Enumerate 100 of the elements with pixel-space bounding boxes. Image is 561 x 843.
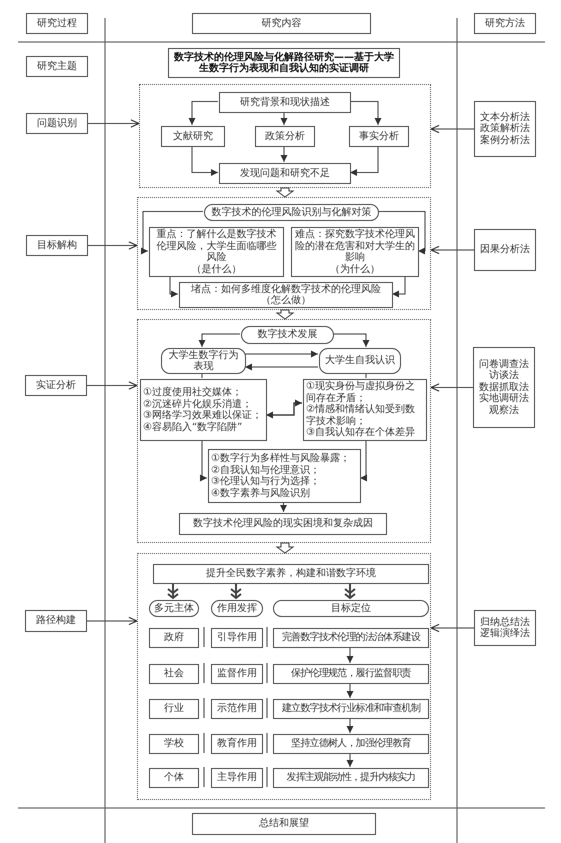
box-label: 行业: [164, 703, 184, 715]
process-box: [149, 628, 199, 648]
process-box: [473, 347, 535, 428]
process-box: [192, 13, 371, 34]
double-chevron-arrow: [230, 582, 242, 600]
box-label: 逻辑演绎法: [480, 628, 530, 640]
connector-line: [266, 626, 268, 648]
box-label: 示范作用: [217, 703, 257, 715]
box-label: 建立数字技术行业标准和审查机制: [282, 703, 420, 715]
process-box: [149, 699, 199, 719]
rounded-box: [149, 600, 199, 617]
arrow: [244, 350, 318, 358]
box-label: 观察法: [489, 404, 519, 416]
box-label: 研究方法: [485, 18, 525, 30]
list-item: ③伦理认知与行为选择；: [211, 476, 320, 488]
process-box: [273, 664, 429, 684]
process-box: [211, 768, 263, 788]
arrow: [280, 146, 288, 162]
list-box: [208, 449, 361, 503]
double-chevron-arrow: [344, 582, 356, 600]
box-label: 教育作用: [217, 738, 257, 750]
process-box: [149, 768, 199, 788]
arrow: [86, 616, 138, 626]
arrow: [360, 440, 367, 482]
box-label: 路径构建: [36, 615, 76, 627]
arrow: [86, 381, 138, 390]
box-label: 政策解析法: [480, 123, 530, 134]
process-box: [26, 113, 88, 134]
arrow: [378, 211, 426, 254]
arrow: [430, 383, 474, 392]
rounded-box: [319, 348, 401, 374]
box-label: 总结和展望: [259, 818, 309, 830]
arrow: [280, 112, 288, 126]
arrow: [198, 334, 240, 348]
rounded-box: [161, 348, 246, 374]
arrow: [346, 752, 354, 768]
dashed-group-frame: [137, 319, 431, 543]
box-label: （为什么）: [330, 264, 380, 275]
arrow: [346, 718, 354, 734]
list-item: ③网络学习效果难以保证；: [143, 410, 262, 422]
process-box: [179, 513, 387, 535]
box-label: 难点：探究数字技术伦理风险的潜在危害和对大学生的影响: [295, 229, 415, 264]
list-item: ①过度使用社交媒体；: [143, 387, 242, 398]
box-label: 数字技术伦理风险的现实困境和复杂成因: [193, 518, 373, 530]
arrow: [280, 502, 287, 512]
list-box: [303, 379, 427, 441]
process-box: [153, 564, 429, 584]
box-label: 案例分析法: [480, 134, 530, 146]
box-label: 目标定位: [331, 602, 371, 614]
rounded-box: [211, 600, 263, 617]
block-arrow: [276, 310, 294, 320]
arrow: [200, 440, 208, 482]
list-item: ①现实身份与虚拟身份之间存在矛盾；: [306, 381, 416, 404]
arrow: [392, 276, 406, 298]
connector-line: [266, 732, 268, 754]
dashed-group-frame: [139, 84, 431, 188]
process-box: [161, 126, 225, 147]
arrow: [430, 624, 474, 632]
rounded-box: [204, 204, 379, 221]
connector-line: [266, 698, 268, 718]
process-box: [273, 699, 429, 719]
box-label: 文本分析法: [480, 112, 530, 123]
process-box: [219, 92, 351, 113]
box-label: 实证分析: [36, 380, 76, 392]
list-item: ②自我认知与伦理意识；: [211, 464, 320, 476]
box-label: 完善数字技术伦理的法治体系建设: [282, 632, 420, 644]
process-box: [26, 13, 88, 34]
dashed-group-frame: [137, 197, 431, 310]
process-box: [149, 734, 199, 754]
block-arrow: [276, 188, 294, 198]
arrow: [188, 101, 218, 126]
process-box: [179, 282, 393, 308]
process-box: [211, 699, 263, 719]
process-box: [349, 126, 409, 147]
box-label: 坚持立德树人，加强伦理教育: [291, 738, 411, 750]
process-box: [25, 610, 87, 632]
arrow: [346, 646, 354, 664]
list-item: ③自我认知存在个体差异: [306, 427, 415, 439]
process-box: [211, 628, 263, 648]
arrow: [141, 211, 204, 254]
box-label: 数字技术的伦理风险识别与化解对策: [212, 206, 372, 218]
box-label: 政策分析: [265, 130, 305, 142]
box-label: （怎么做）: [261, 295, 311, 306]
box-label: 社会: [164, 668, 184, 680]
box-label: 事实分析: [359, 130, 399, 142]
arrow: [350, 101, 382, 126]
arrow: [430, 124, 474, 134]
arrow: [88, 241, 138, 250]
box-label: 重点：了解什么是数字技术伦理风险，大学生面临哪些风险: [156, 229, 278, 264]
box-label: 文献研究: [173, 130, 213, 142]
box-label: 个体: [164, 772, 184, 784]
box-label: 数据抓取法: [479, 382, 529, 393]
list-item: ②情感和情绪认知受到数字技术影响；: [306, 404, 416, 427]
connector-line: [266, 766, 268, 788]
box-label: 因果分析法: [480, 244, 530, 256]
box-label: 提升全民数字素养，构建和谐数字环境: [206, 568, 376, 580]
box-label: 研究背景和现状描述: [240, 96, 330, 108]
process-box: [25, 375, 87, 396]
list-item: ④数字素养与风险识别: [211, 488, 310, 499]
box-label: 访谈法: [489, 370, 519, 382]
